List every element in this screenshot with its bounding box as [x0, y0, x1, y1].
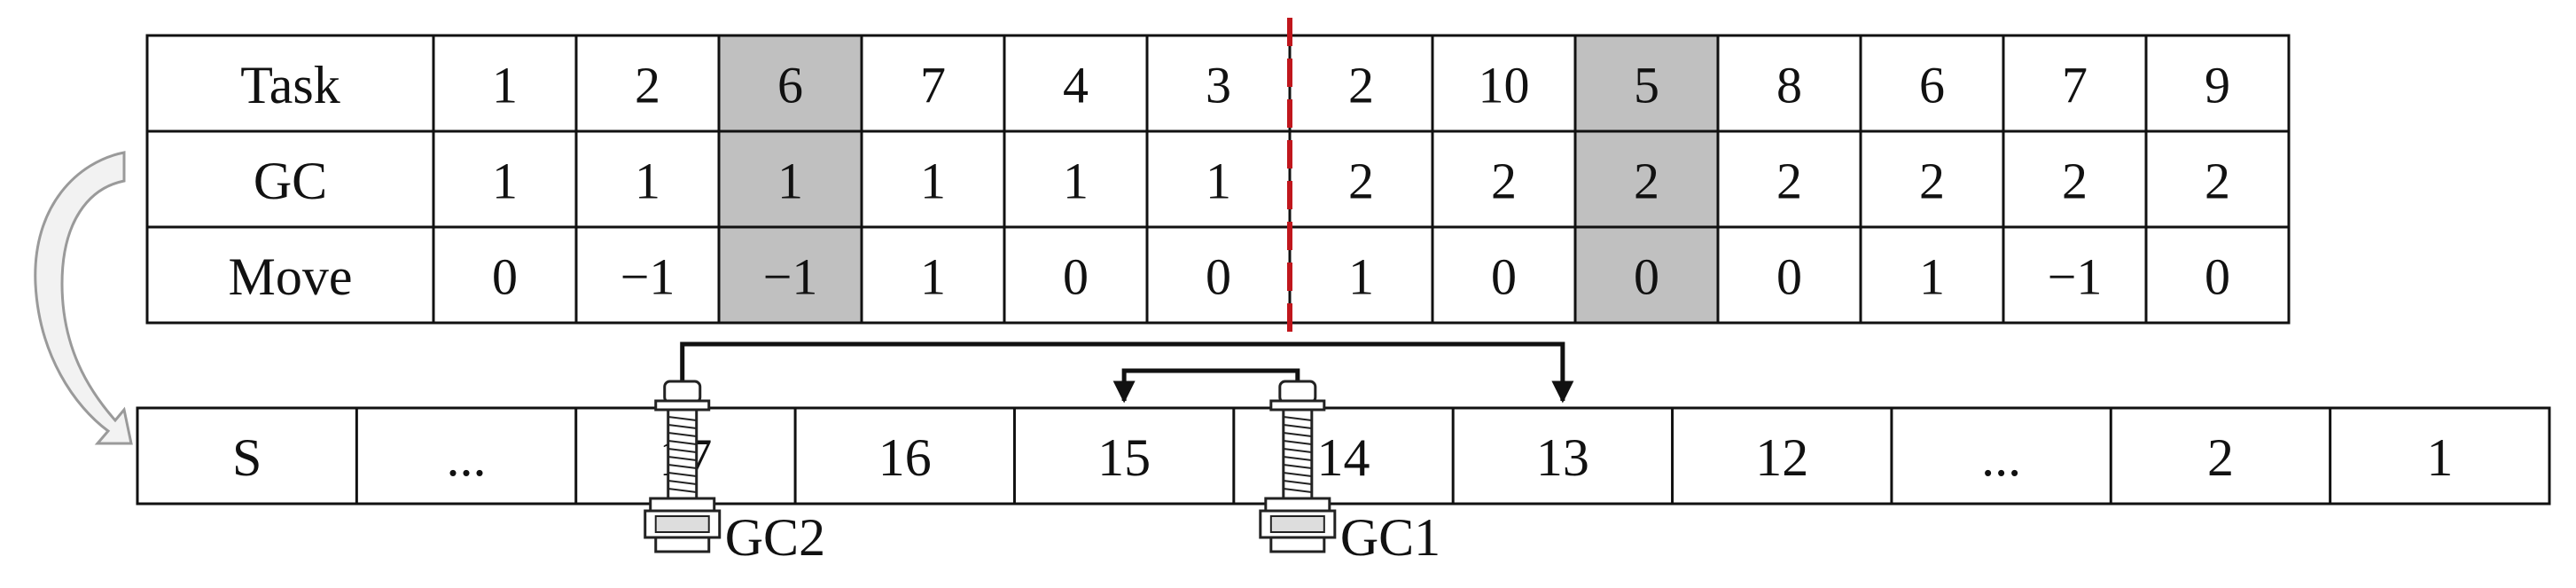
bay-label: 1 [2426, 428, 2453, 487]
table-cell-task: 6 [777, 57, 803, 114]
bay-label: 2 [2207, 428, 2234, 487]
table-cell-task: 2 [635, 57, 660, 114]
table-cell-task: 8 [1776, 57, 1802, 114]
table-cell-move: 0 [2205, 248, 2230, 306]
table-cell-task: 10 [1479, 57, 1530, 114]
bay-label: S [232, 428, 262, 487]
table-cell-move: 1 [1919, 248, 1945, 306]
table-cell-move: −1 [621, 248, 675, 306]
table-cell-task: 7 [2062, 57, 2088, 114]
table-cell-gc: 1 [777, 153, 803, 210]
table-cell-gc: 1 [1206, 153, 1231, 210]
crane-label: GC2 [725, 508, 825, 567]
table-cell-task: 9 [2205, 57, 2230, 114]
gantry-crane-icon [1259, 380, 1337, 553]
table-cell-move: 0 [1063, 248, 1089, 306]
table-border [145, 34, 2291, 325]
table-cell-task: 5 [1634, 57, 1659, 114]
crane-move-arrow [1112, 368, 1300, 404]
table-cell-move: 0 [1206, 248, 1231, 306]
table-cell-move: 1 [920, 248, 946, 306]
table-cell-gc: 2 [2062, 153, 2088, 210]
curved-arrow-icon [34, 151, 133, 445]
bay-label: 12 [1755, 428, 1808, 487]
table-cell-task: 7 [920, 57, 946, 114]
table-cell-task: 6 [1919, 57, 1945, 114]
track-bays: S...171615141312...21 [136, 406, 2551, 506]
crane-label: GC1 [1340, 508, 1440, 567]
highlight-column [1575, 35, 1718, 323]
bay-label: ... [447, 428, 487, 487]
bay-label: 16 [878, 428, 932, 487]
table-cell-move: 0 [1776, 248, 1802, 306]
table-cell-move: 0 [1634, 248, 1659, 306]
bay-label: 14 [1317, 428, 1370, 487]
table-cell-task: 1 [492, 57, 518, 114]
table-cell-task: 2 [1348, 57, 1374, 114]
bay-label: ... [1981, 428, 2021, 487]
table-cell-move: 0 [1491, 248, 1517, 306]
table-cell-gc: 2 [1776, 153, 1802, 210]
bay-label: 13 [1536, 428, 1589, 487]
row-label: GC [254, 152, 327, 210]
table-cell-move: 1 [1348, 248, 1374, 306]
table-cell-move: −1 [2048, 248, 2103, 306]
crane-move-arrow [680, 341, 1574, 404]
track-border [136, 406, 2551, 506]
table-cell-gc: 1 [492, 153, 518, 210]
highlight-column [719, 35, 862, 323]
row-label: Move [229, 247, 353, 306]
table-cell-move: 0 [492, 248, 518, 306]
table-cell-gc: 2 [1634, 153, 1659, 210]
table-cell-gc: 1 [635, 153, 660, 210]
table-cell-move: −1 [763, 248, 818, 306]
row-label: Task [240, 56, 340, 114]
crane-move-arrows [680, 341, 1574, 404]
table-cell-task: 4 [1063, 57, 1089, 114]
table-cell-gc: 2 [1491, 153, 1517, 210]
task-table: TaskGCMove11021−161−17114103102211020520… [145, 34, 2291, 325]
table-cell-task: 3 [1206, 57, 1231, 114]
table-cell-gc: 2 [2205, 153, 2230, 210]
bay-label: 15 [1097, 428, 1151, 487]
table-cell-gc: 1 [1063, 153, 1089, 210]
gantry-crane-icon [644, 380, 722, 553]
cranes: GC2 GC1 [644, 380, 1440, 567]
table-cell-gc: 1 [920, 153, 946, 210]
table-cell-gc: 2 [1348, 153, 1374, 210]
table-cell-gc: 2 [1919, 153, 1945, 210]
